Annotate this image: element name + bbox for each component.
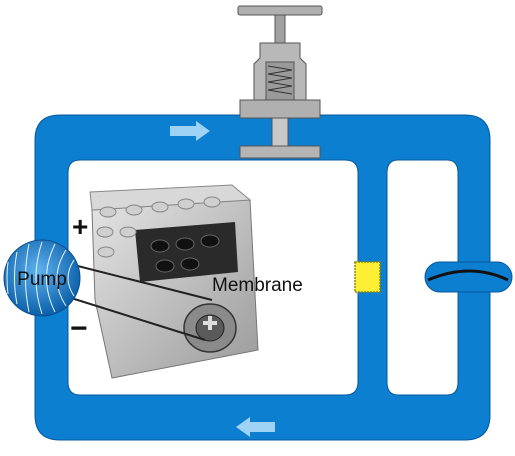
pump-label: Pump bbox=[17, 269, 67, 290]
membrane-square bbox=[354, 261, 381, 293]
arrow-left-icon bbox=[236, 417, 275, 437]
membrane-label: Membrane bbox=[212, 275, 303, 296]
arrow-right-icon bbox=[170, 121, 210, 141]
hose-clamp-icon bbox=[424, 261, 513, 293]
plus-label: + bbox=[72, 211, 88, 242]
motor-brick bbox=[89, 184, 259, 379]
wires bbox=[51, 261, 213, 341]
motor-axle bbox=[183, 303, 237, 353]
valve-icon bbox=[237, 5, 323, 159]
minus-label: − bbox=[70, 312, 88, 345]
brick-studs bbox=[96, 196, 221, 258]
pump-icon bbox=[3, 239, 81, 317]
